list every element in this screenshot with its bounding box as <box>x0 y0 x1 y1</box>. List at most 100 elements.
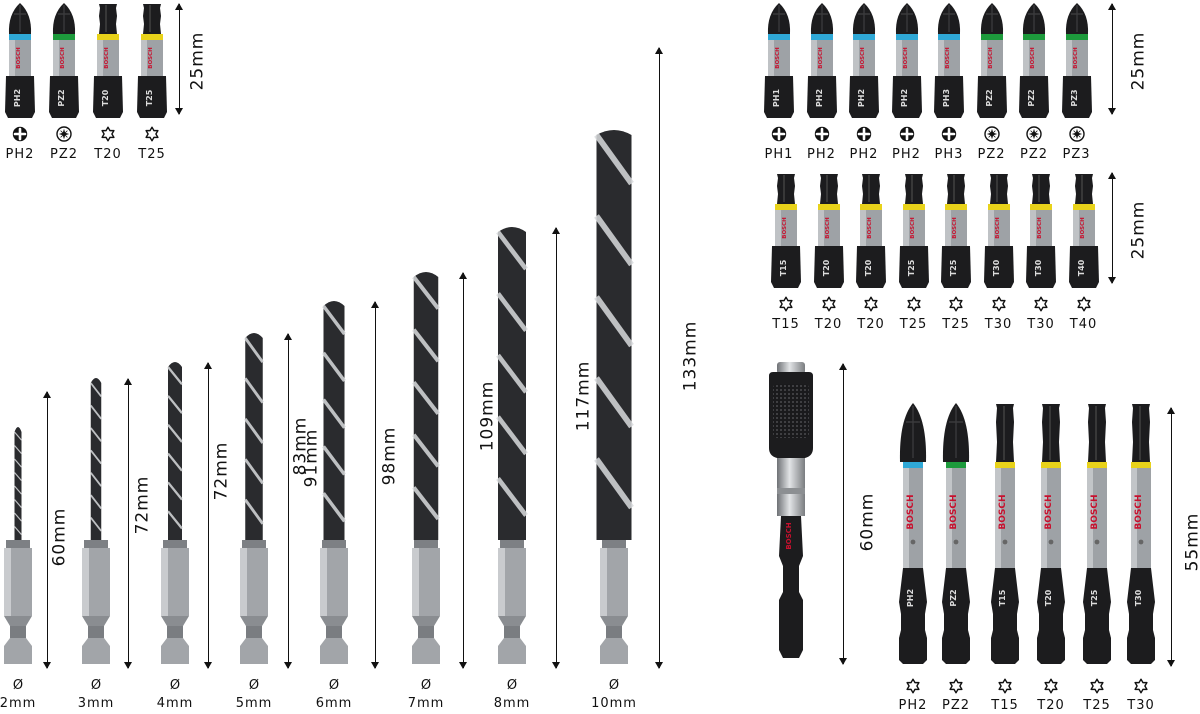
drill-bit <box>155 359 195 668</box>
screwdriver-bit: BOSCH T30 <box>982 172 1016 290</box>
torx-icon <box>1033 296 1049 312</box>
drill-bit <box>234 330 274 668</box>
bit-type-label: T15 <box>772 317 800 332</box>
svg-text:BOSCH: BOSCH <box>782 217 788 239</box>
bit-type-label: PZ2 <box>941 698 971 713</box>
drill-diameter-label: 4mm <box>156 696 194 711</box>
drill-bit <box>314 298 354 668</box>
holder-brand-mark: BOSCH <box>785 522 793 549</box>
screwdriver-bit: BOSCH T20 <box>854 172 888 290</box>
svg-text:BOSCH: BOSCH <box>949 494 959 529</box>
torx-icon <box>778 296 794 312</box>
svg-text:PZ2: PZ2 <box>57 89 66 106</box>
svg-text:BOSCH: BOSCH <box>903 47 909 69</box>
bit-type-label: PH2 <box>849 147 879 162</box>
drill-length-label: 60mm <box>49 507 70 567</box>
long-screwdriver-bit: BOSCH T30 <box>1123 402 1159 666</box>
screwdriver-bit: BOSCH PZ3 <box>1060 2 1094 120</box>
svg-text:BOSCH: BOSCH <box>988 47 994 69</box>
svg-text:BOSCH: BOSCH <box>775 47 781 69</box>
quick-release-bit-holder: BOSCH <box>763 360 819 666</box>
screwdriver-bit: BOSCH PH3 <box>932 2 966 120</box>
torx-icon <box>100 126 116 142</box>
diameter-sign: Ø <box>420 678 432 693</box>
svg-text:PH2: PH2 <box>857 89 866 107</box>
diameter-sign: Ø <box>90 678 102 693</box>
dimension-label-top-left: 25mm <box>187 31 208 91</box>
diameter-sign: Ø <box>248 678 260 693</box>
torx-icon <box>948 678 964 694</box>
svg-text:T20: T20 <box>1044 589 1053 606</box>
pozidriv-icon <box>983 126 1000 142</box>
screwdriver-bit: BOSCH T25 <box>897 172 931 290</box>
svg-text:PH1: PH1 <box>772 89 781 108</box>
drill-length-arrow <box>284 333 293 669</box>
svg-text:PZ2: PZ2 <box>985 89 994 106</box>
bit-type-label: PH3 <box>934 147 964 162</box>
svg-text:T25: T25 <box>949 259 958 276</box>
drill-length-arrow <box>552 227 561 669</box>
bit-type-label: PZ2 <box>977 147 1006 162</box>
screwdriver-bit: BOSCH PZ2 <box>975 2 1009 120</box>
svg-text:T20: T20 <box>101 89 110 106</box>
svg-text:T25: T25 <box>907 259 916 276</box>
dimension-label-row1: 25mm <box>1128 31 1149 91</box>
drill-bit <box>406 269 446 668</box>
diameter-sign: Ø <box>506 678 518 693</box>
svg-text:PZ3: PZ3 <box>1070 89 1079 106</box>
drill-bit <box>594 127 634 668</box>
long-screwdriver-bit: BOSCH PZ2 <box>938 402 974 666</box>
bit-type-label: T15 <box>991 698 1019 713</box>
bit-type-label: PZ3 <box>1062 147 1091 162</box>
pozidriv-icon <box>1068 126 1085 142</box>
screwdriver-bit: BOSCH PH1 <box>762 2 796 120</box>
torx-icon <box>144 126 160 142</box>
svg-text:T20: T20 <box>822 259 831 276</box>
diameter-sign: Ø <box>12 678 24 693</box>
torx-icon <box>1076 296 1092 312</box>
svg-text:BOSCH: BOSCH <box>1090 494 1100 529</box>
bit-type-label: PH2 <box>898 698 928 713</box>
dimension-arrow-row1 <box>1108 3 1117 115</box>
pozidriv-icon <box>1026 126 1042 142</box>
svg-text:T15: T15 <box>779 259 788 276</box>
bit-type-label: T20 <box>857 317 885 332</box>
svg-text:BOSCH: BOSCH <box>867 217 873 239</box>
torx-icon <box>997 678 1013 694</box>
svg-text:PH3: PH3 <box>942 89 951 107</box>
svg-text:PH2: PH2 <box>815 89 824 107</box>
svg-text:BOSCH: BOSCH <box>998 494 1008 529</box>
svg-text:T30: T30 <box>1034 259 1043 276</box>
screwdriver-bit: BOSCH PH2 <box>3 2 37 120</box>
svg-text:BOSCH: BOSCH <box>1073 47 1079 69</box>
svg-text:BOSCH: BOSCH <box>148 47 154 69</box>
svg-text:BOSCH: BOSCH <box>60 47 66 69</box>
torx-icon <box>1043 678 1059 694</box>
drill-diameter-label: 6mm <box>315 696 353 711</box>
svg-text:BOSCH: BOSCH <box>995 217 1001 239</box>
drill-length-arrow <box>43 391 52 669</box>
screwdriver-bit: BOSCH PH2 <box>805 2 839 120</box>
drill-length-arrow <box>371 301 380 669</box>
drill-length-arrow <box>459 272 468 669</box>
bit-type-label: T30 <box>984 317 1013 332</box>
svg-text:BOSCH: BOSCH <box>860 47 866 69</box>
bit-type-label: T20 <box>94 147 122 162</box>
bit-type-label: T30 <box>1127 698 1155 713</box>
long-screwdriver-bit: BOSCH T20 <box>1033 402 1069 666</box>
screwdriver-bit: BOSCH PZ2 <box>47 2 81 120</box>
svg-text:BOSCH: BOSCH <box>906 494 916 529</box>
screwdriver-bit: BOSCH PH2 <box>890 2 924 120</box>
drill-diameter-label: 2mm <box>0 696 37 711</box>
bit-type-label: T25 <box>942 317 970 332</box>
svg-text:BOSCH: BOSCH <box>818 47 824 69</box>
bit-type-label: PH1 <box>764 147 794 162</box>
diameter-sign: Ø <box>169 678 181 693</box>
drill-length-arrow <box>204 362 213 669</box>
dimension-label-holder: 60mm <box>857 492 878 552</box>
svg-text:BOSCH: BOSCH <box>104 47 110 69</box>
torx-icon <box>991 296 1007 312</box>
dimension-label-row2: 25mm <box>1128 200 1149 260</box>
svg-text:PZ2: PZ2 <box>1027 89 1036 106</box>
bit-type-label: T25 <box>1083 698 1111 713</box>
